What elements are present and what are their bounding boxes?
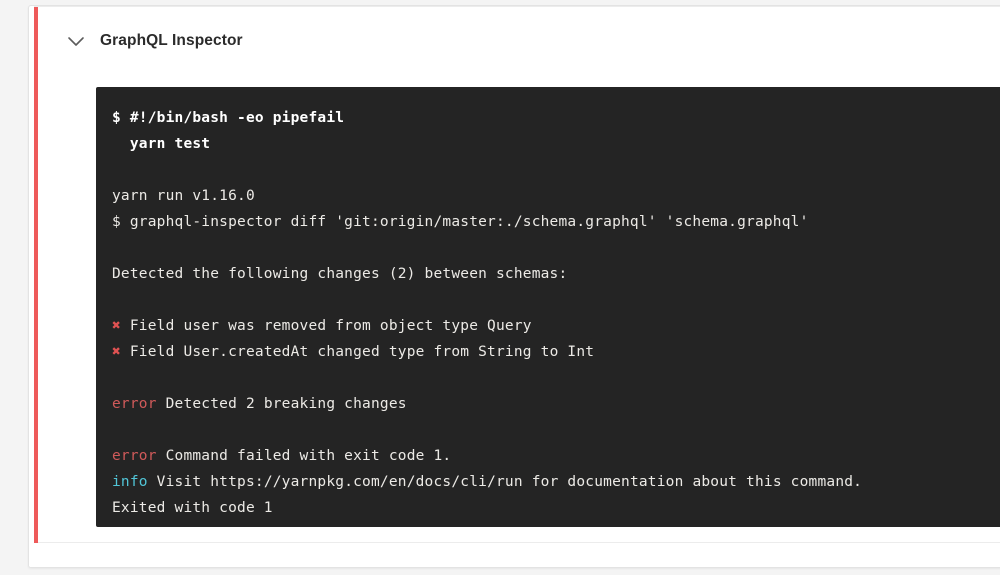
terminal-log-level-error: error bbox=[112, 396, 157, 412]
terminal-log-output[interactable]: $ #!/bin/bash -eo pipefail yarn test yar… bbox=[96, 87, 1000, 527]
chevron-down-icon[interactable] bbox=[64, 29, 88, 53]
terminal-line: error Command failed with exit code 1. bbox=[112, 443, 1000, 469]
terminal-line-text: Field user was removed from object type … bbox=[120, 318, 532, 334]
terminal-line: yarn test bbox=[112, 136, 211, 152]
terminal-line bbox=[112, 235, 1000, 261]
terminal-line: error Detected 2 breaking changes bbox=[112, 391, 1000, 417]
terminal-line-text: Visit https://yarnpkg.com/en/docs/cli/ru… bbox=[147, 474, 863, 490]
breaking-change-cross-icon: ✖ bbox=[112, 344, 121, 360]
terminal-line-text: Detected 2 breaking changes bbox=[156, 396, 407, 412]
step-header-toggle[interactable]: GraphQL Inspector bbox=[64, 24, 243, 58]
build-step-panel: GraphQL Inspector $ #!/bin/bash -eo pipe… bbox=[34, 6, 1000, 544]
card-footer bbox=[29, 543, 1000, 567]
terminal-line-text: Field User.createdAt changed type from S… bbox=[120, 344, 595, 360]
terminal-line: info Visit https://yarnpkg.com/en/docs/c… bbox=[112, 469, 1000, 495]
terminal-line: ✖ Field user was removed from object typ… bbox=[112, 313, 1000, 339]
terminal-line: Exited with code 1 bbox=[112, 500, 273, 516]
terminal-line: $ graphql-inspector diff 'git:origin/mas… bbox=[112, 214, 809, 230]
terminal-line bbox=[112, 157, 1000, 183]
build-log-card: GraphQL Inspector $ #!/bin/bash -eo pipe… bbox=[28, 5, 1000, 568]
terminal-line: $ #!/bin/bash -eo pipefail bbox=[112, 110, 345, 126]
terminal-line: yarn run v1.16.0 bbox=[112, 188, 255, 204]
terminal-line: ✖ Field User.createdAt changed type from… bbox=[112, 339, 1000, 365]
terminal-log-level-error: error bbox=[112, 448, 157, 464]
step-title: GraphQL Inspector bbox=[100, 32, 243, 49]
step-status-bar bbox=[34, 7, 38, 544]
terminal-line bbox=[112, 365, 1000, 391]
terminal-line: Detected the following changes (2) betwe… bbox=[112, 266, 568, 282]
terminal-line bbox=[112, 287, 1000, 313]
terminal-log-level-info: info bbox=[112, 474, 148, 490]
breaking-change-cross-icon: ✖ bbox=[112, 318, 121, 334]
terminal-line bbox=[112, 417, 1000, 443]
terminal-line-list: $ #!/bin/bash -eo pipefail yarn test yar… bbox=[112, 105, 1000, 521]
terminal-line-text: Command failed with exit code 1. bbox=[156, 448, 452, 464]
